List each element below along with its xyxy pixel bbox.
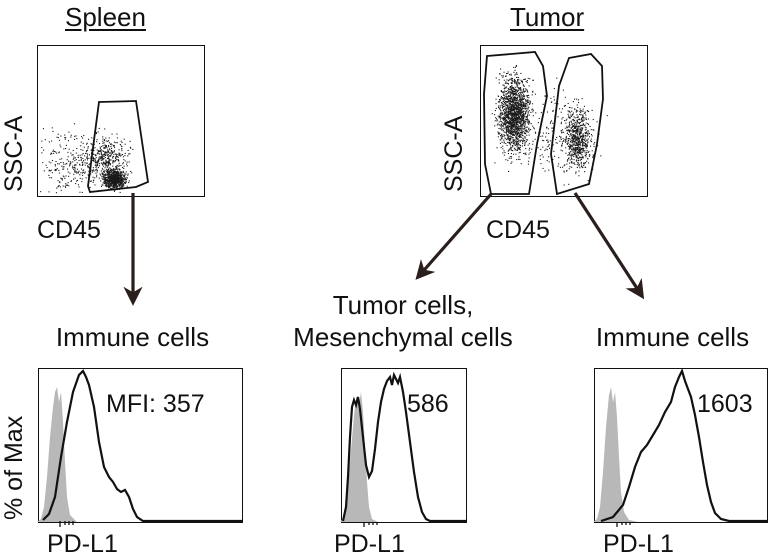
spleen-histogram-svg (37, 369, 243, 523)
tumor-scatter-y-label: SSC-A (440, 115, 468, 192)
spleen-scatter-y-label: SSC-A (0, 115, 28, 192)
spleen-scatter-plot (37, 45, 205, 197)
event-dots (40, 123, 108, 194)
tumor-negative-histogram (340, 368, 467, 523)
tumor-negative-histogram-svg (340, 372, 467, 523)
tumor-cd45-positive-gate (550, 53, 605, 196)
tumor-positive-isotype-fill (593, 387, 639, 523)
tumor-scatter-x-label: CD45 (486, 216, 550, 244)
tumor-negative-mfi-label: 586 (407, 390, 449, 418)
tumor-scatter-svg (483, 51, 609, 196)
spleen-scatter-x-label: CD45 (37, 216, 101, 244)
spleen-pdl1-line (42, 369, 243, 523)
tumor-negative-isotype-fill (340, 392, 379, 523)
histogram-y-label: % of Max (0, 415, 28, 520)
tumor-cd45-negative-gate (483, 51, 549, 196)
spleen-isotype-fill (37, 387, 78, 523)
spleen-cd45-gate (87, 100, 150, 194)
tumor-positive-population-label: Immune cells (595, 322, 750, 352)
spleen-title: Spleen (65, 2, 146, 32)
event-dots (558, 97, 596, 177)
spleen-population-label: Immune cells (55, 322, 210, 352)
tumor-positive-histogram-svg (593, 368, 768, 523)
tumor-negative-population-label-line1: Tumor cells, (332, 290, 474, 320)
tumor-positive-histogram-x-label: PD-L1 (603, 530, 674, 558)
tumor-scatter-plot (480, 45, 648, 197)
tumor-negative-histogram-x-label: PD-L1 (334, 530, 405, 558)
tumor-negative-pdl1-line (342, 372, 467, 523)
event-dots (100, 166, 131, 194)
tumor-positive-mfi-label: 1603 (697, 390, 753, 418)
tumor-positive-pdl1-line (601, 368, 768, 523)
spleen-mfi-label: MFI: 357 (106, 390, 205, 418)
tumor-negative-population-label-line2: Mesenchymal cells (293, 322, 513, 352)
event-dots (492, 65, 535, 173)
tumor-positive-gate-arrow (573, 192, 645, 300)
spleen-histogram-x-label: PD-L1 (47, 530, 118, 558)
spleen-histogram (37, 368, 243, 523)
tumor-positive-histogram (593, 368, 768, 523)
tumor-title: Tumor (510, 2, 585, 32)
tumor-negative-gate-arrow (415, 191, 494, 280)
spleen-scatter-svg (40, 100, 150, 194)
